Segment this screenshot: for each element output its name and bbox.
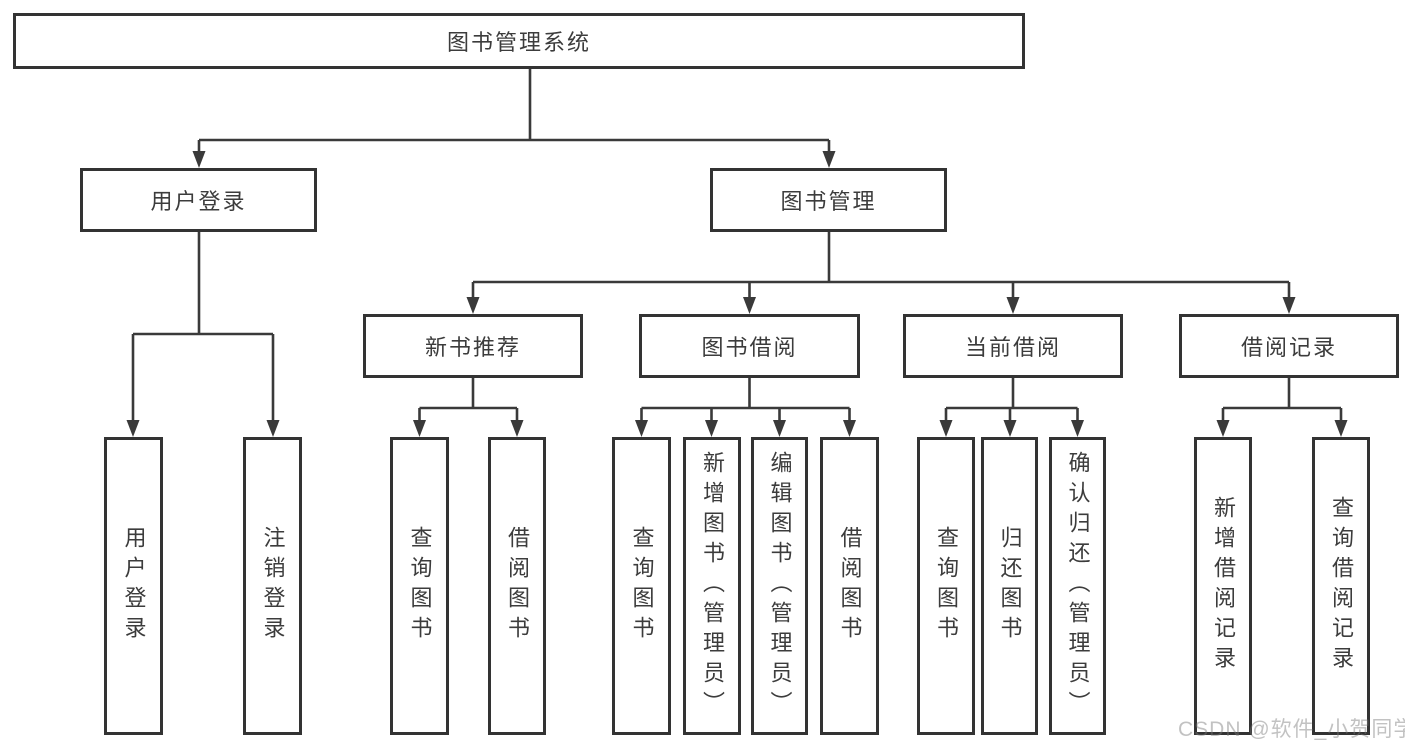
csdn-watermark: CSDN @软件_小贺同学 <box>1178 718 1405 741</box>
node-user-login-module: 用户登录 <box>80 168 317 232</box>
leaf-logout: 注销登录 <box>243 437 302 735</box>
leaf-add-books-admin: 新增图书（管理员） <box>683 437 741 735</box>
node-current-borrowing: 当前借阅 <box>903 314 1123 378</box>
leaf-edit-books-admin: 编辑图书（管理员） <box>751 437 808 735</box>
arrowheads <box>126 151 1348 437</box>
leaf-borrow-books: 借阅图书 <box>820 437 879 735</box>
leaf-borrowing-query-books: 查询图书 <box>612 437 671 735</box>
node-new-book-recommend: 新书推荐 <box>363 314 583 378</box>
leaf-confirm-return-admin: 确认归还（管理员） <box>1049 437 1106 735</box>
leaf-user-login: 用户登录 <box>104 437 163 735</box>
leaf-add-borrow-record: 新增借阅记录 <box>1194 437 1252 735</box>
leaf-query-borrow-record: 查询借阅记录 <box>1312 437 1370 735</box>
leaf-return-books: 归还图书 <box>981 437 1038 735</box>
leaf-current-query-books: 查询图书 <box>917 437 975 735</box>
connector-paths <box>131 69 1343 424</box>
node-root-system: 图书管理系统 <box>13 13 1025 69</box>
node-borrowing-records: 借阅记录 <box>1179 314 1399 378</box>
leaf-recommend-query-books: 查询图书 <box>390 437 449 735</box>
node-book-management-module: 图书管理 <box>710 168 947 232</box>
leaf-recommend-borrow-books: 借阅图书 <box>488 437 546 735</box>
node-book-borrowing: 图书借阅 <box>639 314 860 378</box>
